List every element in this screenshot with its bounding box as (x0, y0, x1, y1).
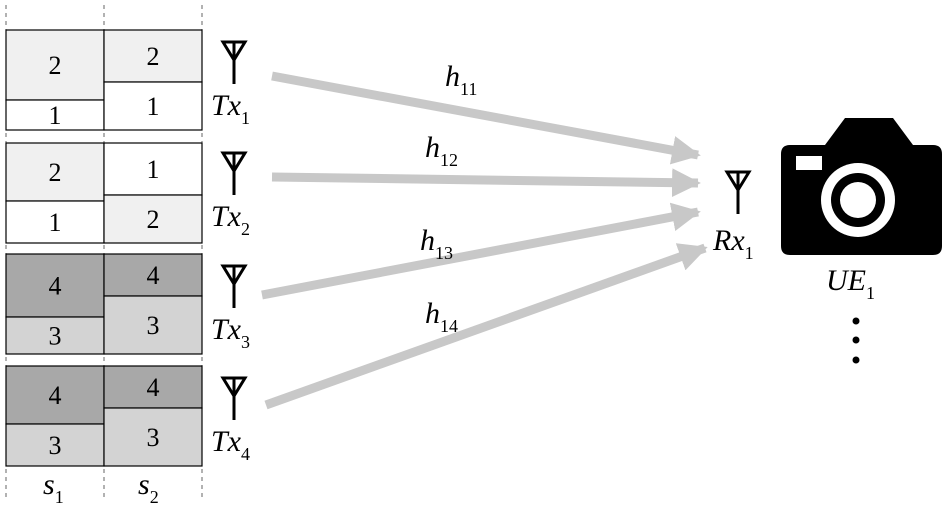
slot-cell (103, 194, 203, 244)
transmitter-1: Tx1 (211, 40, 250, 128)
camera-icon (781, 118, 942, 255)
slot-number: 1 (147, 92, 160, 121)
antenna-icon (220, 151, 248, 195)
slot-number: 4 (49, 272, 62, 301)
slot-cell (103, 365, 203, 409)
transmitter-4: Tx4 (211, 376, 250, 464)
channel-h13: h13 (261, 202, 701, 300)
slot-number: 1 (147, 155, 160, 184)
rx-antenna-icon (724, 170, 752, 214)
slot-cell (5, 99, 105, 131)
slot-cell (103, 253, 203, 297)
channel-label: h13 (420, 224, 453, 263)
tx-label: Tx2 (211, 200, 250, 239)
tx-label: Tx3 (211, 313, 250, 352)
receiver: Rx1 (712, 170, 754, 263)
channel-label: h14 (425, 297, 458, 336)
transmitter-2: Tx2 (211, 151, 250, 239)
slot-cell (103, 142, 203, 196)
slot-cell (5, 200, 105, 244)
slot-cell (5, 142, 105, 202)
slot-cell (103, 81, 203, 131)
slot-number: 3 (49, 322, 62, 351)
channel-arrow (261, 202, 701, 300)
slot-grid: 2 1 2 1 2 1 1 2 4 3 4 3 4 3 4 3 (5, 29, 203, 467)
slot-number: 2 (49, 158, 62, 187)
slot-group-tx3: 4 3 4 3 (5, 253, 203, 355)
column-label-s2: s2 (138, 468, 159, 507)
slot-number: 2 (49, 51, 62, 80)
ue-label: UE1 (826, 264, 875, 303)
channel-arrow (271, 168, 701, 198)
slot-number: 4 (49, 381, 62, 410)
slot-cell (5, 365, 105, 425)
slot-cell (5, 253, 105, 318)
rx-label: Rx1 (712, 224, 754, 263)
slot-number: 4 (147, 373, 160, 402)
channel-h12: h12 (271, 131, 701, 198)
slot-group-tx2: 2 1 1 2 (5, 142, 203, 244)
channel-label: h11 (445, 60, 477, 99)
antenna-icon (220, 376, 248, 420)
channel-h11: h11 (271, 60, 701, 165)
slot-cell (103, 295, 203, 355)
slot-number: 3 (49, 431, 62, 460)
tx-label: Tx1 (211, 89, 250, 128)
tx-label: Tx4 (211, 425, 250, 464)
channel-arrow (264, 243, 708, 410)
slot-number: 2 (147, 205, 160, 234)
channel-arrows: h11 h12 h13 h14 (261, 60, 708, 410)
slot-number: 3 (147, 311, 160, 340)
slot-group-tx4: 4 3 4 3 (5, 365, 203, 467)
column-label-s1: s1 (43, 468, 64, 507)
slot-cell (103, 407, 203, 467)
antenna-icon (220, 40, 248, 84)
channel-label: h12 (425, 131, 458, 170)
slot-group-tx1: 2 1 2 1 (5, 29, 203, 131)
slot-number: 1 (49, 101, 62, 130)
slot-cell (5, 423, 105, 467)
slot-cell (5, 316, 105, 355)
channel-arrow (271, 71, 701, 165)
slot-number: 4 (147, 261, 160, 290)
slot-cell (103, 29, 203, 83)
slot-number: 1 (49, 208, 62, 237)
slot-number: 2 (147, 42, 160, 71)
transmitter-3: Tx3 (211, 264, 250, 352)
antenna-icon (220, 264, 248, 308)
slot-number: 3 (147, 423, 160, 452)
more-users-ellipsis (852, 317, 860, 364)
slot-column-labels: s1 s2 (43, 468, 159, 507)
channel-h14: h14 (264, 243, 708, 410)
user-equipment: UE1 (781, 118, 942, 364)
